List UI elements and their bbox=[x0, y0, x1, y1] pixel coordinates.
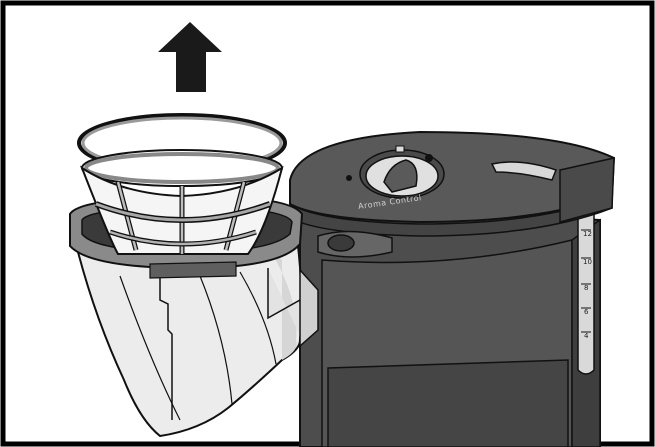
scale-label-6: 6 bbox=[584, 308, 589, 316]
aroma-control-dial[interactable] bbox=[359, 149, 445, 199]
lid-side bbox=[559, 157, 615, 223]
scale-label-10: 10 bbox=[583, 258, 592, 266]
scale-label-4: 4 bbox=[584, 332, 589, 340]
arrow-up-icon bbox=[158, 22, 222, 92]
scale-label-12: 12 bbox=[583, 230, 592, 238]
scale-label-8: 8 bbox=[584, 284, 588, 292]
water-level-window: 12 10 8 6 4 bbox=[577, 199, 595, 375]
filter-basket[interactable] bbox=[77, 113, 287, 255]
dial-knob[interactable] bbox=[383, 159, 418, 193]
coffee-bean-icon bbox=[346, 175, 352, 181]
lid-vent bbox=[490, 161, 557, 181]
coffee-maker: 12 10 8 6 4 bbox=[289, 130, 616, 447]
coffee-cup-icon bbox=[395, 145, 433, 162]
release-button[interactable] bbox=[317, 230, 393, 258]
carafe-window bbox=[327, 359, 569, 447]
